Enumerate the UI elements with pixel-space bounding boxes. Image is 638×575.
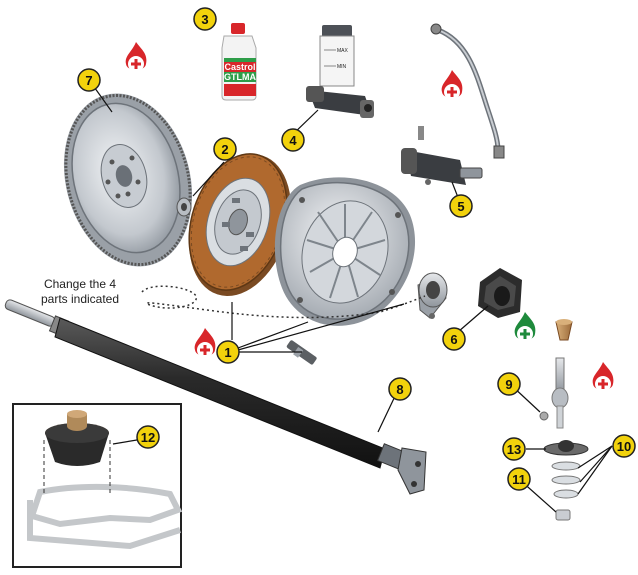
callout-6: 6 [442, 327, 466, 351]
bottle-brand: Castrol [224, 62, 255, 72]
callout-9: 9 [497, 372, 521, 396]
svg-text:3: 3 [201, 12, 208, 27]
clutch-master-cylinder: MAX MIN [306, 25, 374, 118]
svg-text:10: 10 [617, 439, 631, 454]
inset-panel [12, 403, 183, 568]
callout-4: 4 [281, 128, 305, 152]
install-path-dotted [141, 285, 426, 319]
svg-text:5: 5 [457, 199, 464, 214]
svg-text:7: 7 [85, 73, 92, 88]
shift-lever [539, 357, 569, 429]
note-line-1: Change the 4 [44, 277, 116, 291]
callout-11: 11 [507, 467, 531, 491]
shifter-knob [555, 319, 573, 341]
pressure-plate [274, 177, 416, 326]
note-line-2: parts indicated [41, 292, 119, 306]
pilot-bearing [176, 197, 192, 217]
svg-text:12: 12 [141, 430, 155, 445]
hydraulic-hose [430, 23, 505, 159]
clutch-disc [188, 153, 291, 296]
callout-10: 10 [612, 434, 636, 458]
driveshaft [4, 299, 427, 495]
callout-13: 13 [502, 437, 526, 461]
shifter-bushings [543, 440, 589, 521]
bottle-sub: GTLMA [224, 72, 256, 82]
release-bearing [417, 272, 448, 319]
callout-7: 7 [77, 68, 101, 92]
svg-text:9: 9 [505, 377, 512, 392]
fire-plus-icon [125, 42, 147, 72]
reservoir-min: MIN [337, 64, 347, 70]
svg-text:8: 8 [396, 382, 403, 397]
callout-5: 5 [449, 194, 473, 218]
svg-text:13: 13 [507, 442, 521, 457]
clutch-slave-cylinder [401, 126, 483, 185]
svg-text:1: 1 [224, 345, 231, 360]
callout-1: 1 [216, 340, 240, 364]
callout-12: 12 [136, 425, 160, 449]
fire-plus-icon [194, 328, 216, 358]
leaf-plus-icon [514, 312, 536, 342]
callout-3: 3 [193, 7, 217, 31]
flywheel [63, 93, 193, 267]
svg-text:6: 6 [450, 332, 457, 347]
fire-plus-icon [592, 362, 614, 392]
callout-8: 8 [388, 377, 412, 401]
svg-text:2: 2 [221, 142, 228, 157]
transmission-mount [478, 268, 522, 318]
svg-text:4: 4 [289, 133, 297, 148]
fluid-bottle: Castrol GTLMA [221, 23, 257, 101]
fire-plus-icon [441, 70, 463, 100]
svg-text:11: 11 [512, 472, 526, 487]
callout-2: 2 [213, 137, 237, 161]
reservoir-max: MAX [337, 48, 349, 54]
